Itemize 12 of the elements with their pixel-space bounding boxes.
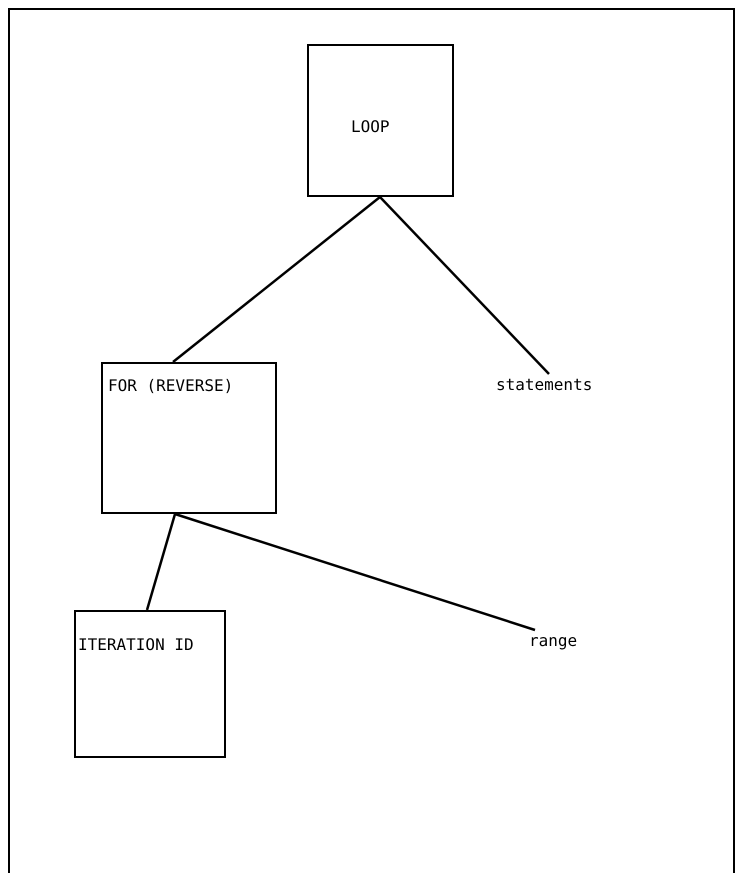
node-box bbox=[74, 610, 226, 758]
leaf-label: statements bbox=[496, 374, 666, 396]
node-box bbox=[307, 44, 454, 197]
connector-line bbox=[172, 196, 381, 363]
connector-line bbox=[379, 196, 550, 375]
connector-line bbox=[146, 514, 176, 610]
node-label: LOOP bbox=[351, 116, 391, 138]
node-label: ITERATION ID bbox=[78, 634, 195, 656]
leaf-label: range bbox=[529, 630, 609, 652]
node-label: FOR (REVERSE) bbox=[108, 375, 234, 397]
connector-line bbox=[174, 512, 536, 632]
node-box bbox=[101, 362, 277, 514]
